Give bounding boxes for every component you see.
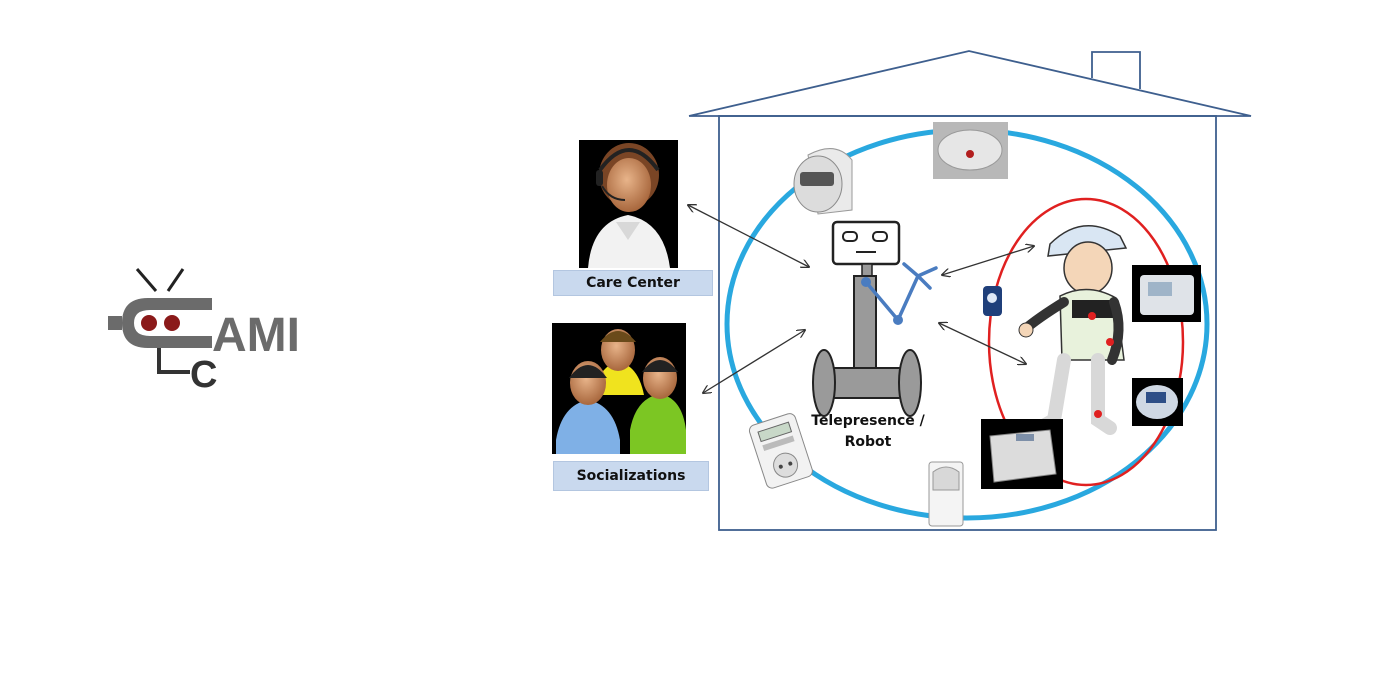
arrow-social-robot (703, 330, 805, 393)
robot-neck (861, 263, 873, 277)
motion-sensor-icon (793, 148, 853, 215)
smart-plug-timer-icon (748, 413, 813, 489)
pir-sensor-icon (928, 461, 964, 527)
robot-label-line2: Robot (844, 434, 892, 450)
care-center-operator-icon (579, 140, 678, 268)
logo-antenna-left (135, 268, 158, 292)
glucose-meter-icon (1132, 378, 1183, 426)
house-roof (688, 50, 1252, 117)
house-outline (688, 50, 1252, 531)
connection-arrows (688, 205, 1034, 393)
house-chimney (1091, 51, 1141, 89)
robot-label: Telepresence / Robot (808, 411, 928, 453)
arrow-robot-person-top (942, 246, 1034, 275)
logo-eye-right (164, 315, 180, 331)
logo-antenna-right (166, 268, 185, 292)
logo-c-shape (122, 298, 212, 348)
robot-icon (812, 220, 938, 417)
robot-wheel-right (898, 349, 922, 417)
smoke-detector-icon (933, 122, 1008, 179)
care-center-label: Care Center (553, 270, 713, 296)
arrow-robot-person-bottom (939, 323, 1026, 364)
house-body (718, 115, 1217, 531)
logo-plug-prong (108, 316, 122, 330)
logo-letter-c: C (190, 354, 217, 396)
blood-pressure-monitor-icon (1132, 265, 1201, 322)
logo-cable (157, 348, 190, 374)
arrow-care-robot (688, 205, 809, 267)
weight-scale-icon (981, 419, 1063, 489)
robot-wheel-left (812, 349, 836, 417)
logo-wordmark: AMI (212, 309, 300, 362)
socializations-label: Socializations (553, 461, 709, 491)
socialization-group-icon (552, 323, 686, 454)
elderly-person-with-sensors-icon (1018, 225, 1128, 435)
cami-logo: AMI C (108, 268, 300, 396)
robot-label-line1: Telepresence / (811, 413, 925, 429)
robot-head (831, 220, 901, 266)
panic-button-icon (983, 286, 1002, 316)
logo-eye-left (141, 315, 157, 331)
